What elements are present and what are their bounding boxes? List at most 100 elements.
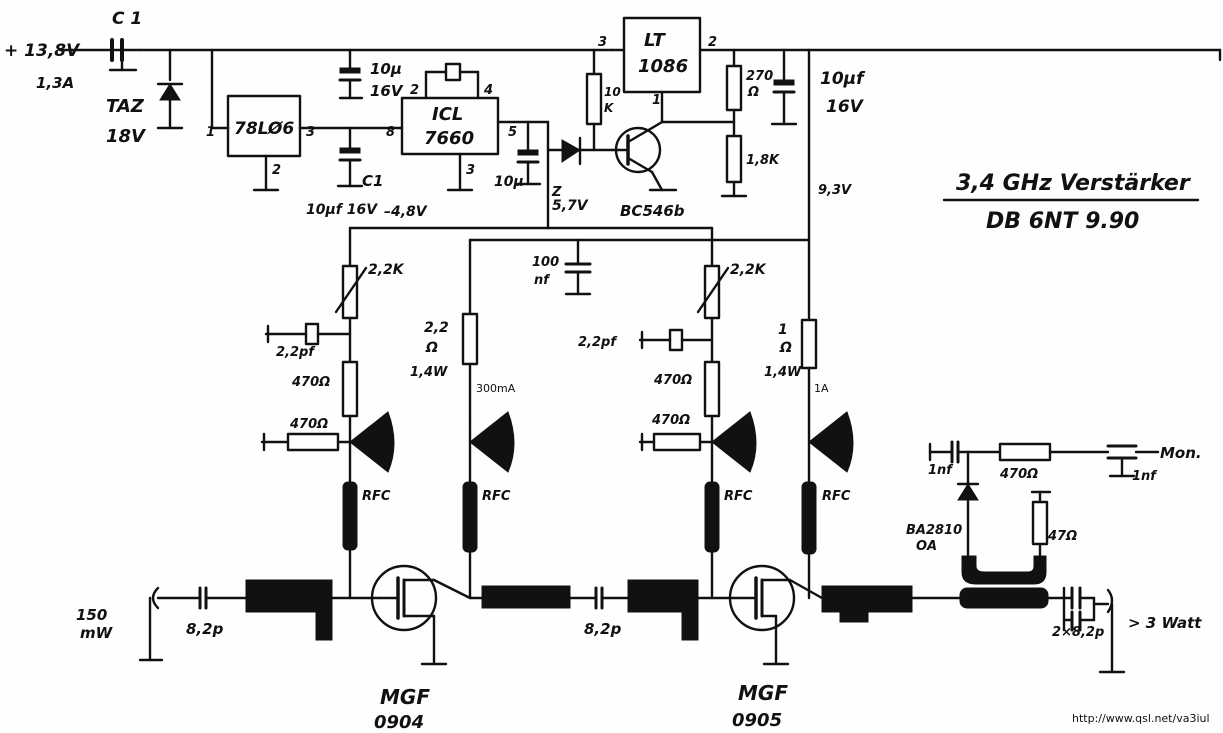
- title-author: DB 6NT 9.90: [986, 209, 1139, 234]
- resistor-270r: [725, 48, 743, 138]
- label-rfc-3: RFC: [724, 489, 753, 504]
- label-icl: ICL: [432, 104, 463, 125]
- label-c1-top: C 1: [112, 9, 142, 29]
- label-mgf-a: MGF: [380, 685, 430, 709]
- power-rail: [58, 48, 1222, 242]
- label-470r-c: 470Ω: [653, 373, 692, 388]
- resistor-10k: [585, 48, 603, 152]
- zener-diode-5v7: [546, 136, 614, 166]
- label-icl-pin5: 5: [508, 125, 517, 140]
- resistor-1k8: [720, 134, 748, 198]
- output-stripline: [821, 585, 1066, 623]
- label-1nf-a: 1nf: [928, 463, 954, 478]
- label-z: Z: [551, 185, 562, 200]
- rf-input: [138, 586, 248, 662]
- detector-circuit: [928, 440, 1160, 585]
- output-capacitors: [1062, 586, 1126, 674]
- label-input-power: 150: [76, 606, 107, 624]
- label-2k2-b: 2,2K: [730, 262, 767, 278]
- label-470r-d: 470Ω: [651, 413, 690, 428]
- capacitor-c1-lower: [336, 126, 364, 188]
- label-bc546b: BC546b: [620, 202, 685, 220]
- stage2-drain-bias: [800, 318, 854, 600]
- label-k: K: [604, 101, 615, 115]
- label-rfc-4: RFC: [822, 489, 851, 504]
- label-rfc-1: RFC: [362, 489, 391, 504]
- label-icl-pin2: 2: [410, 83, 419, 98]
- capacitor-10u-upper: [338, 48, 364, 100]
- label-300ma: 300mA: [476, 382, 516, 395]
- label-22-a: 2,2: [424, 320, 449, 336]
- label-16v-b: 16V: [826, 97, 865, 117]
- label-5v7: 5,7V: [552, 198, 589, 214]
- label-0905: 0905: [732, 710, 782, 731]
- label-14w-b: 1,4W: [764, 365, 802, 380]
- label-diode: BA2810: [906, 523, 962, 538]
- label-rfc-2: RFC: [482, 489, 511, 504]
- label-470r-e: 470Ω: [999, 467, 1038, 482]
- capacitor-100nf: [564, 238, 592, 296]
- stage1-gate-bias: [260, 264, 395, 600]
- label-1r: 1: [778, 322, 788, 338]
- label-270-unit: Ω: [747, 85, 759, 100]
- label-10k: 10: [604, 85, 621, 99]
- label-nf: nf: [534, 273, 551, 288]
- label-22-unit: Ω: [425, 340, 438, 356]
- label-470r-a: 470Ω: [291, 375, 330, 390]
- label-pin3: 3: [306, 125, 315, 140]
- label-22pf-a: 2,2pf: [276, 345, 316, 360]
- label-icl-pin8: 8: [386, 125, 395, 140]
- ic-icl7660: [400, 62, 550, 230]
- label-output: > 3 Watt: [1128, 614, 1202, 632]
- capacitor-c1: [108, 38, 142, 72]
- label-icl-pin4: 4: [483, 83, 493, 98]
- label-1nf-b: 1nf: [1132, 469, 1158, 484]
- interstage-stripline: [468, 579, 744, 641]
- stage2-gate-bias: [638, 264, 757, 600]
- label-10u-b: 10µ: [494, 174, 524, 190]
- label-taz: TAZ: [106, 96, 145, 117]
- watermark-url: http://www.qsl.net/va3iul: [1072, 712, 1210, 725]
- label-1a: 1A: [814, 382, 829, 395]
- label-16v-a: 16V: [370, 82, 404, 100]
- label-2x8p2: 2×8,2p: [1052, 625, 1104, 640]
- title-text: 3,4 GHz Verstärker: [956, 171, 1191, 196]
- label-270: 270: [746, 69, 773, 84]
- label-7660: 7660: [424, 128, 474, 149]
- label-input-unit: mW: [80, 624, 114, 642]
- label-10u-a: 10µ: [370, 60, 402, 78]
- fet-mgf0904: [370, 564, 472, 666]
- label-icl-pin3: 3: [466, 163, 475, 178]
- label-oa: OA: [916, 539, 937, 554]
- negative-bias-line: [348, 226, 714, 268]
- label-1r-unit: Ω: [779, 340, 792, 356]
- label-10uf: 10µf: [820, 69, 866, 89]
- fet-mgf0905: [728, 564, 824, 666]
- label-mgf-b: MGF: [738, 681, 788, 705]
- transistor-bc546b: [610, 120, 736, 192]
- label-8p2-a: 8,2p: [186, 620, 224, 638]
- label-470r-b: 470Ω: [289, 417, 328, 432]
- positive-drain-line: [468, 238, 811, 322]
- label-pin1: 1: [206, 125, 215, 140]
- stage1-drain-bias: [461, 312, 515, 600]
- label-22pf-b: 2,2pf: [578, 335, 618, 350]
- label-9v3: 9,3V: [818, 183, 852, 198]
- label-1086: 1086: [638, 56, 688, 77]
- label-2k2-a: 2,2K: [368, 262, 405, 278]
- stage1-input-stripline: [245, 579, 382, 641]
- label-100: 100: [532, 255, 559, 270]
- label-current: 1,3A: [36, 74, 74, 92]
- label-taz-volt: 18V: [106, 126, 147, 147]
- label-47r: 47Ω: [1047, 529, 1077, 544]
- label-78l06: 78LØ6: [234, 119, 294, 139]
- label-mon: Mon.: [1160, 444, 1202, 462]
- taz-diode: [156, 48, 184, 130]
- label-lt: LT: [644, 30, 666, 51]
- label-lt-pin1: 1: [652, 93, 661, 108]
- label-14w-a: 1,4W: [410, 365, 448, 380]
- capacitor-10u-16v: [770, 48, 798, 126]
- label-lt-pin3: 3: [598, 35, 607, 50]
